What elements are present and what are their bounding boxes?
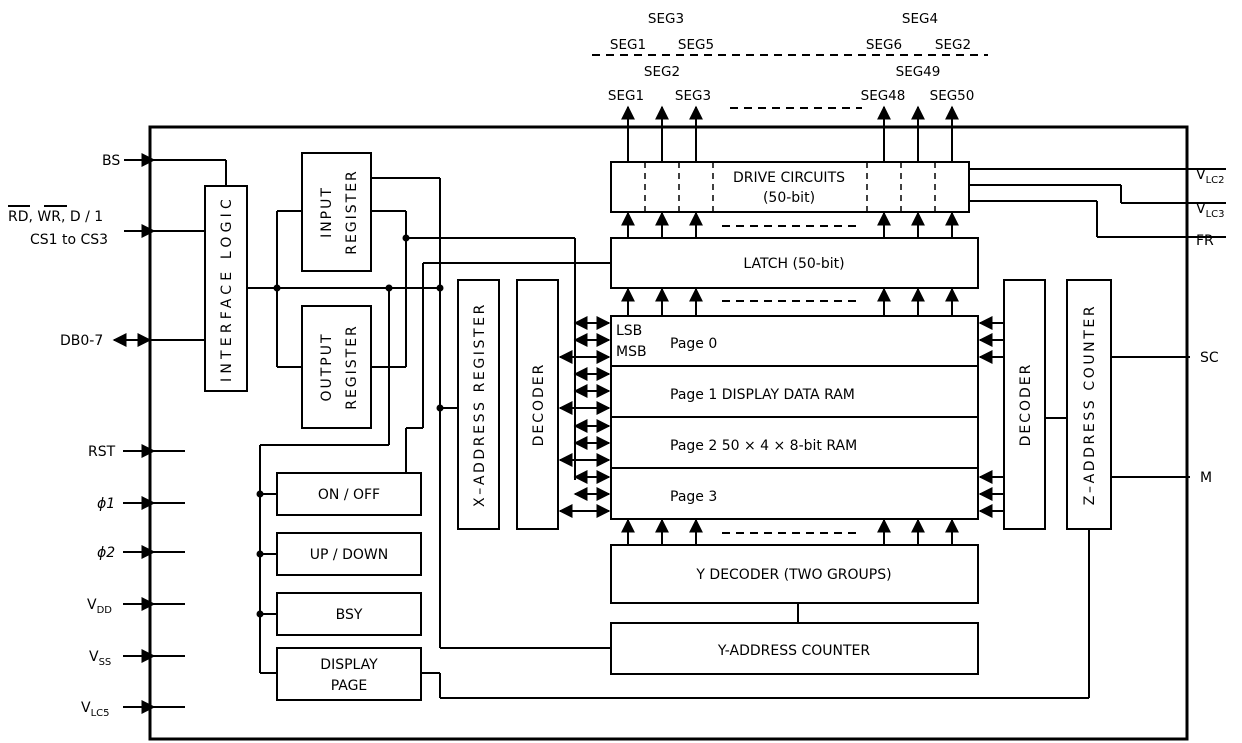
x-address-register-label: X–ADDRESS REGISTER xyxy=(472,302,488,507)
y-decoder-block xyxy=(610,544,979,604)
seg-label: SEG1 xyxy=(608,88,644,104)
seg-label: SEG4 xyxy=(902,11,938,27)
seg-label: SEG3 xyxy=(648,11,684,27)
input-register-label: INPUT xyxy=(319,186,335,238)
display-ram-page-3 xyxy=(610,467,979,520)
pin-vlc5-label: VLC5 xyxy=(81,700,110,719)
seg-label: SEG49 xyxy=(896,64,941,80)
latch-block xyxy=(610,237,979,289)
seg-label: SEG3 xyxy=(675,88,711,104)
input-register-block xyxy=(301,152,372,272)
interface-logic-block xyxy=(204,185,248,392)
seg-label: SEG48 xyxy=(861,88,906,104)
pin-vlc3-label: VLC3 xyxy=(1196,201,1225,220)
seg-label: SEG6 xyxy=(866,37,902,53)
display-page-block xyxy=(276,647,422,701)
drive-circuits-label: DRIVE CIRCUITS xyxy=(733,170,845,186)
pin-cs-label: CS1 to CS3 xyxy=(30,232,108,248)
seg-label: SEG5 xyxy=(678,37,714,53)
pin-fr-label: FR xyxy=(1196,233,1214,249)
x-decoder-to-ram-arrows xyxy=(558,350,611,518)
pin-bs-label: BS xyxy=(102,153,120,169)
output-register-label: OUTPUT xyxy=(319,332,335,401)
decoder-left-block xyxy=(516,279,559,530)
interface-logic-label: INTERFACE LOGIC xyxy=(219,195,235,382)
ram-to-latch-arrows xyxy=(621,287,959,316)
lsb-label: LSB xyxy=(616,323,642,339)
junction-dots xyxy=(256,234,444,618)
output-register-label: REGISTER xyxy=(344,324,360,410)
pin-vdd-label: VDD xyxy=(87,597,112,616)
page-3-label: Page 3 xyxy=(670,489,717,505)
chip-outline xyxy=(148,125,1189,741)
pin-vss-label: VSS xyxy=(89,649,111,668)
msb-label: MSB xyxy=(616,344,647,360)
ydecoder-to-ram-arrows xyxy=(621,518,959,545)
seg-label: SEG2 xyxy=(644,64,680,80)
z-decoder-to-ram-arrows xyxy=(978,316,1003,518)
right-supply-wiring xyxy=(969,168,1226,478)
drive-cell-dividers xyxy=(644,162,936,212)
seg-label: SEG50 xyxy=(930,88,975,104)
pin-rst-label: RST xyxy=(88,444,116,460)
pin-m-label: M xyxy=(1200,470,1212,486)
output-register-block xyxy=(301,305,372,429)
decoder-right-block xyxy=(1003,279,1046,530)
bsy-block xyxy=(276,592,422,636)
up-down-label: UP / DOWN xyxy=(310,547,388,563)
display-ram-page-1 xyxy=(610,365,979,418)
input-register-label: REGISTER xyxy=(344,169,360,255)
y-address-counter-block xyxy=(610,622,979,675)
decoder-right-label: DECODER xyxy=(1018,363,1034,447)
pin-phi2-label: ϕ2 xyxy=(97,545,115,561)
latch-label: LATCH (50-bit) xyxy=(743,256,844,272)
page-0-label: Page 0 xyxy=(670,336,717,352)
z-address-counter-block xyxy=(1066,279,1112,530)
seg-label: SEG2 xyxy=(935,37,971,53)
drive-circuits-block xyxy=(610,161,970,213)
seg-label: SEG1 xyxy=(610,37,646,53)
on-off-label: ON / OFF xyxy=(318,487,380,503)
page-1-label: Page 1 DISPLAY DATA RAM xyxy=(670,387,855,403)
pin-db-label: DB0-7 xyxy=(60,333,103,349)
y-decoder-label: Y DECODER (TWO GROUPS) xyxy=(695,567,891,583)
internal-wiring xyxy=(247,177,1090,699)
latch-to-drive-arrows xyxy=(621,211,959,238)
pin-sc-label: SC xyxy=(1200,350,1219,366)
bsy-label: BSY xyxy=(336,607,363,623)
pin-rd-wr-di-label: RD, WR, D / 1 xyxy=(8,209,103,225)
segment-output-arrows xyxy=(621,105,959,162)
x-address-register-block xyxy=(457,279,500,530)
y-address-counter-label: Y-ADDRESS COUNTER xyxy=(717,643,870,659)
display-page-label: PAGE xyxy=(331,678,368,694)
z-address-counter-label: Z–ADDRESS COUNTER xyxy=(1082,304,1098,505)
display-page-label: DISPLAY xyxy=(320,657,378,673)
drive-circuits-width: (50-bit) xyxy=(763,190,815,206)
display-ram-page-0 xyxy=(610,315,979,367)
on-off-block xyxy=(276,472,422,516)
ram-data-bus-left xyxy=(573,238,611,501)
display-ram-page-2 xyxy=(610,416,979,469)
up-down-block xyxy=(276,532,422,576)
decoder-left-label: DECODER xyxy=(531,363,547,447)
pin-vlc2-label: VLC2 xyxy=(1196,167,1225,186)
page-2-label: Page 2 50 × 4 × 8-bit RAM xyxy=(670,438,857,454)
pin-phi1-label: ϕ1 xyxy=(97,496,115,512)
